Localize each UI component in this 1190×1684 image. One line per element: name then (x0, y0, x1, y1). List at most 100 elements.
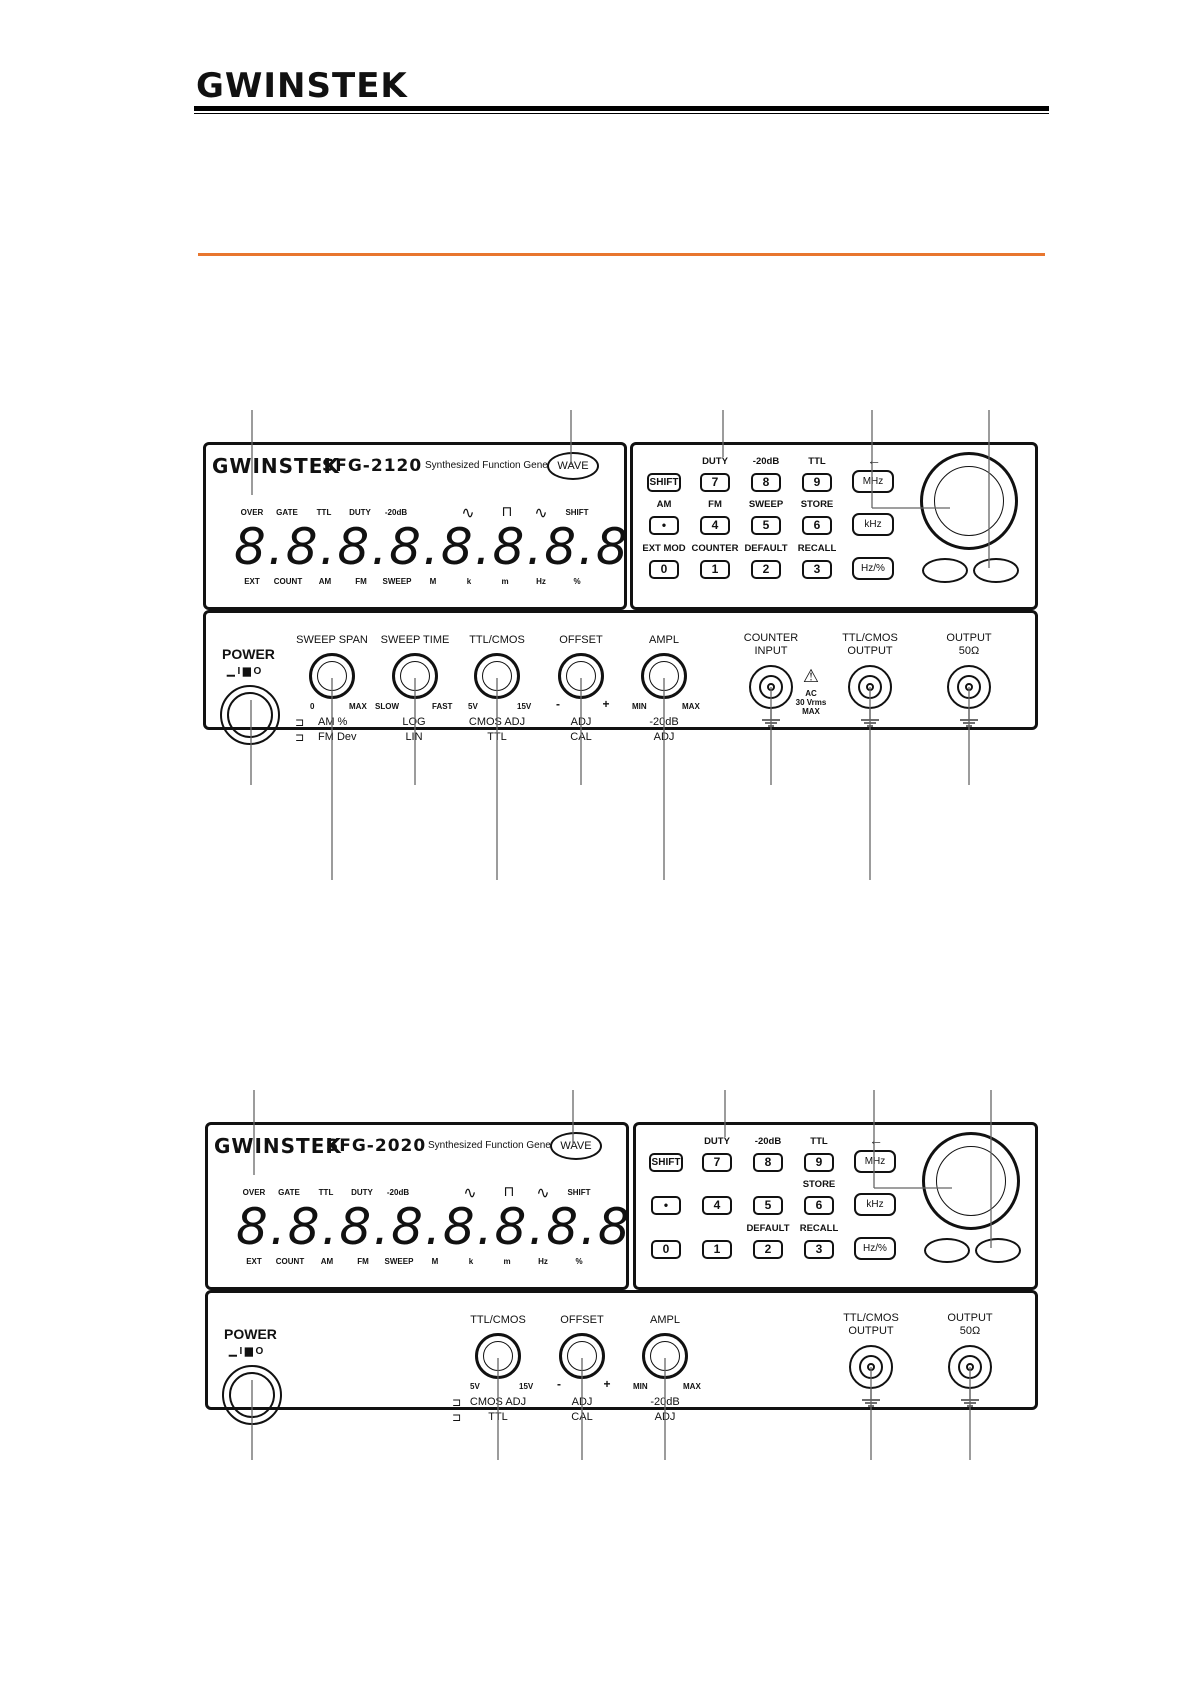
ttl-cmos-15v: 15V (517, 702, 532, 711)
key-7[interactable]: 7 (702, 1153, 732, 1172)
key-3[interactable]: 3 (804, 1240, 834, 1259)
key-9[interactable]: 9 (804, 1153, 834, 1172)
power-button[interactable] (220, 685, 280, 745)
rotary-dial[interactable] (922, 1132, 1020, 1230)
ttl-cmos-15v: 15V (519, 1382, 534, 1391)
square-wave-icon: ⊓ (501, 503, 513, 519)
indicator-kilo: k (468, 1257, 474, 1266)
key-annotation-am: AM (656, 499, 672, 510)
callout-lines (251, 1090, 992, 1460)
ttl-cmos-5v: 5V (468, 702, 478, 711)
key-8[interactable]: 8 (751, 473, 781, 492)
backspace-arrow-icon: ← (867, 452, 881, 468)
indicator-mega: M (431, 1257, 439, 1266)
hz-percent-key[interactable]: Hz/% (854, 1237, 896, 1260)
key-1[interactable]: 1 (700, 560, 730, 579)
indicator-hz: Hz (538, 1257, 548, 1266)
offset-plus: + (602, 697, 610, 711)
sweep-time-fast: FAST (432, 702, 453, 711)
indicator-gate: GATE (278, 1188, 300, 1197)
rotary-dial-inner (934, 466, 1004, 536)
keypad-section (633, 1122, 1038, 1290)
left-arrow-button[interactable] (924, 1238, 970, 1263)
panel-brand-logo: GWINSTEK (214, 1134, 342, 1158)
decimal-point-key[interactable]: • (651, 1196, 681, 1215)
key-8[interactable]: 8 (753, 1153, 783, 1172)
shift-icon: ⊐ (295, 717, 305, 729)
key-annotation-store: STORE (802, 1179, 836, 1190)
counter-input-label-1: COUNTER (743, 632, 799, 644)
key-0[interactable]: 0 (649, 560, 679, 579)
knob-label-sweep-time: SWEEP TIME (380, 634, 450, 646)
indicator-sweep: SWEEP (382, 577, 412, 586)
rotary-dial[interactable] (920, 452, 1018, 550)
indicator-milli: m (503, 1257, 511, 1266)
key-7[interactable]: 7 (700, 473, 730, 492)
indicator-ext: EXT (246, 1257, 262, 1266)
knob-label-ampl: AMPL (649, 634, 679, 646)
power-label: POWER (222, 646, 275, 662)
warning-vrms: 30 Vrms (795, 698, 827, 707)
sweep-time-shift-label: LOG (402, 716, 426, 728)
key-2[interactable]: 2 (751, 560, 781, 579)
warning-ac: AC (805, 689, 817, 698)
gwinstek-logo: GWINSTEK (196, 66, 408, 106)
triangle-wave-icon: ∿ (536, 1185, 550, 1202)
wave-button[interactable]: WAVE (550, 1132, 602, 1160)
power-label: POWER (224, 1326, 277, 1342)
key-annotation-fm: FM (708, 499, 722, 510)
wave-button[interactable]: WAVE (547, 452, 599, 480)
key-annotation-minus20db: -20dB (752, 456, 780, 467)
mhz-key[interactable]: MHz (852, 470, 894, 493)
indicator-am: AM (318, 577, 332, 586)
shift-key[interactable]: SHIFT (649, 1153, 683, 1172)
key-5[interactable]: 5 (753, 1196, 783, 1215)
key-4[interactable]: 4 (702, 1196, 732, 1215)
left-arrow-button[interactable] (922, 558, 968, 583)
ttl-cmos-knob[interactable] (475, 1333, 521, 1379)
mhz-key[interactable]: MHz (854, 1150, 896, 1173)
ttl-cmos-5v: 5V (470, 1382, 480, 1391)
khz-key[interactable]: kHz (852, 513, 894, 536)
decimal-point-key[interactable]: • (649, 516, 679, 535)
shift-icon: ⊐ (295, 732, 305, 744)
ttl-cmos-output-label-1: TTL/CMOS (843, 1312, 899, 1324)
indicator-fm: FM (357, 1257, 369, 1266)
key-5[interactable]: 5 (751, 516, 781, 535)
offset-plus: + (603, 1377, 611, 1391)
output-label-2: 50Ω (958, 645, 980, 657)
indicator-mega: M (429, 577, 437, 586)
key-4[interactable]: 4 (700, 516, 730, 535)
key-9[interactable]: 9 (802, 473, 832, 492)
ground-icon (862, 1389, 979, 1407)
offset-knob[interactable] (558, 653, 604, 699)
shift-icon: ⊐ (452, 1397, 462, 1409)
key-2[interactable]: 2 (753, 1240, 783, 1259)
right-arrow-button[interactable] (973, 558, 1019, 583)
indicator-gate: GATE (276, 508, 298, 517)
key-3[interactable]: 3 (802, 560, 832, 579)
indicator-minus20db: -20dB (386, 1188, 410, 1197)
key-0[interactable]: 0 (651, 1240, 681, 1259)
sweep-span-min: 0 (310, 702, 315, 711)
offset-minus: - (557, 1377, 561, 1391)
hz-percent-key[interactable]: Hz/% (852, 557, 894, 580)
indicator-over: OVER (242, 1188, 266, 1197)
key-1[interactable]: 1 (702, 1240, 732, 1259)
right-arrow-button[interactable] (975, 1238, 1021, 1263)
square-wave-icon: ⊓ (503, 1183, 515, 1199)
sweep-span-shift2-label: FM Dev (318, 731, 357, 743)
knob-label-ttl-cmos: TTL/CMOS (470, 1314, 526, 1326)
triangle-wave-icon: ∿ (534, 505, 548, 522)
shift-icon: ⊐ (452, 1412, 462, 1424)
key-6[interactable]: 6 (802, 516, 832, 535)
power-state-symbols: ▁ I ▆ O (227, 666, 262, 677)
indicator-count: COUNT (275, 1257, 305, 1266)
callout-lines (250, 410, 990, 880)
key-6[interactable]: 6 (804, 1196, 834, 1215)
khz-key[interactable]: kHz (854, 1193, 896, 1216)
indicator-hz: Hz (536, 577, 546, 586)
sweep-span-shift-label: AM % (318, 716, 348, 728)
model-name: SFG-2020 (326, 1136, 427, 1156)
shift-key[interactable]: SHIFT (647, 473, 681, 492)
